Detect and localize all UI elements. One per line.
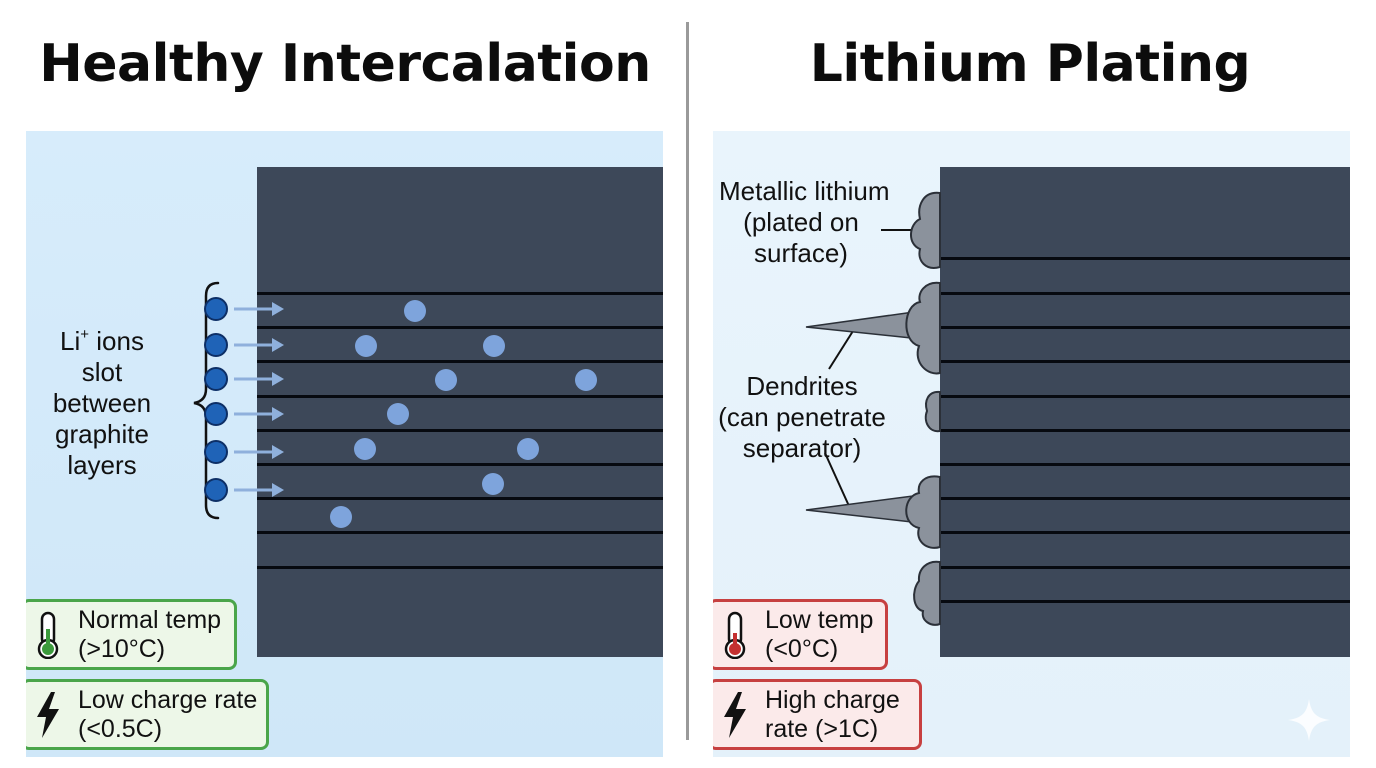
healthy-intercalation-panel: Li+ ions slot between graphite layers No… [26,131,663,757]
intercalated-li-ion [404,300,426,322]
lithium-plating-title: Lithium Plating [705,36,1355,93]
incoming-li-ion [205,334,227,356]
lightning-bolt-icon [719,692,751,738]
li-ions-annotation: Li+ ions slot between graphite layers [46,326,158,481]
dendrite-spike-upper [806,311,921,339]
insertion-arrow-head [272,445,284,459]
low-charge-rate-condition: Low charge rate (<0.5C) [26,679,269,750]
intercalated-li-ion [355,335,377,357]
intercalated-li-ion [435,369,457,391]
dendrite-leader-upper [829,331,853,369]
insertion-arrow-head [272,372,284,386]
incoming-li-ion [205,479,227,501]
insertion-arrow-head [272,483,284,497]
metallic-lithium-annotation: Metallic lithium (plated on surface) [719,176,883,269]
intercalated-li-ion [387,403,409,425]
dendrite-spike-lower [806,495,921,523]
normal-temp-condition: Normal temp (>10°C) [26,599,237,670]
sparkle-icon [1286,697,1332,743]
intercalated-li-ion [575,369,597,391]
thermometer-icon [32,612,64,658]
intercalated-li-ion [354,438,376,460]
intercalated-ion-group [330,300,597,528]
plated-lithium-deposit [906,476,940,547]
intercalated-li-ion [482,473,504,495]
incoming-li-ion [205,403,227,425]
intercalated-li-ion [330,506,352,528]
plated-lithium-deposit [926,392,940,431]
thermometer-icon [719,612,751,658]
plated-lithium-deposit [911,193,940,268]
insertion-arrow-head [272,407,284,421]
intercalated-li-ion [517,438,539,460]
panel-divider [686,22,689,740]
low-temp-condition: Low temp (<0°C) [713,599,888,670]
incoming-li-ion [205,298,227,320]
intercalated-li-ion [483,335,505,357]
incoming-li-ion [205,441,227,463]
incoming-li-ion [205,368,227,390]
lithium-plating-panel: Metallic lithium (plated on surface) Den… [713,131,1350,757]
healthy-intercalation-title: Healthy Intercalation [20,36,670,93]
lightning-bolt-icon [32,692,64,738]
incoming-ion-group [205,298,284,501]
plated-lithium-deposit [906,283,940,374]
plated-lithium-deposit [914,562,940,625]
insertion-arrow-head [272,302,284,316]
insertion-arrow-head [272,338,284,352]
dendrites-annotation: Dendrites (can penetrate separator) [713,371,891,464]
high-charge-rate-condition: High charge rate (>1C) [713,679,922,750]
